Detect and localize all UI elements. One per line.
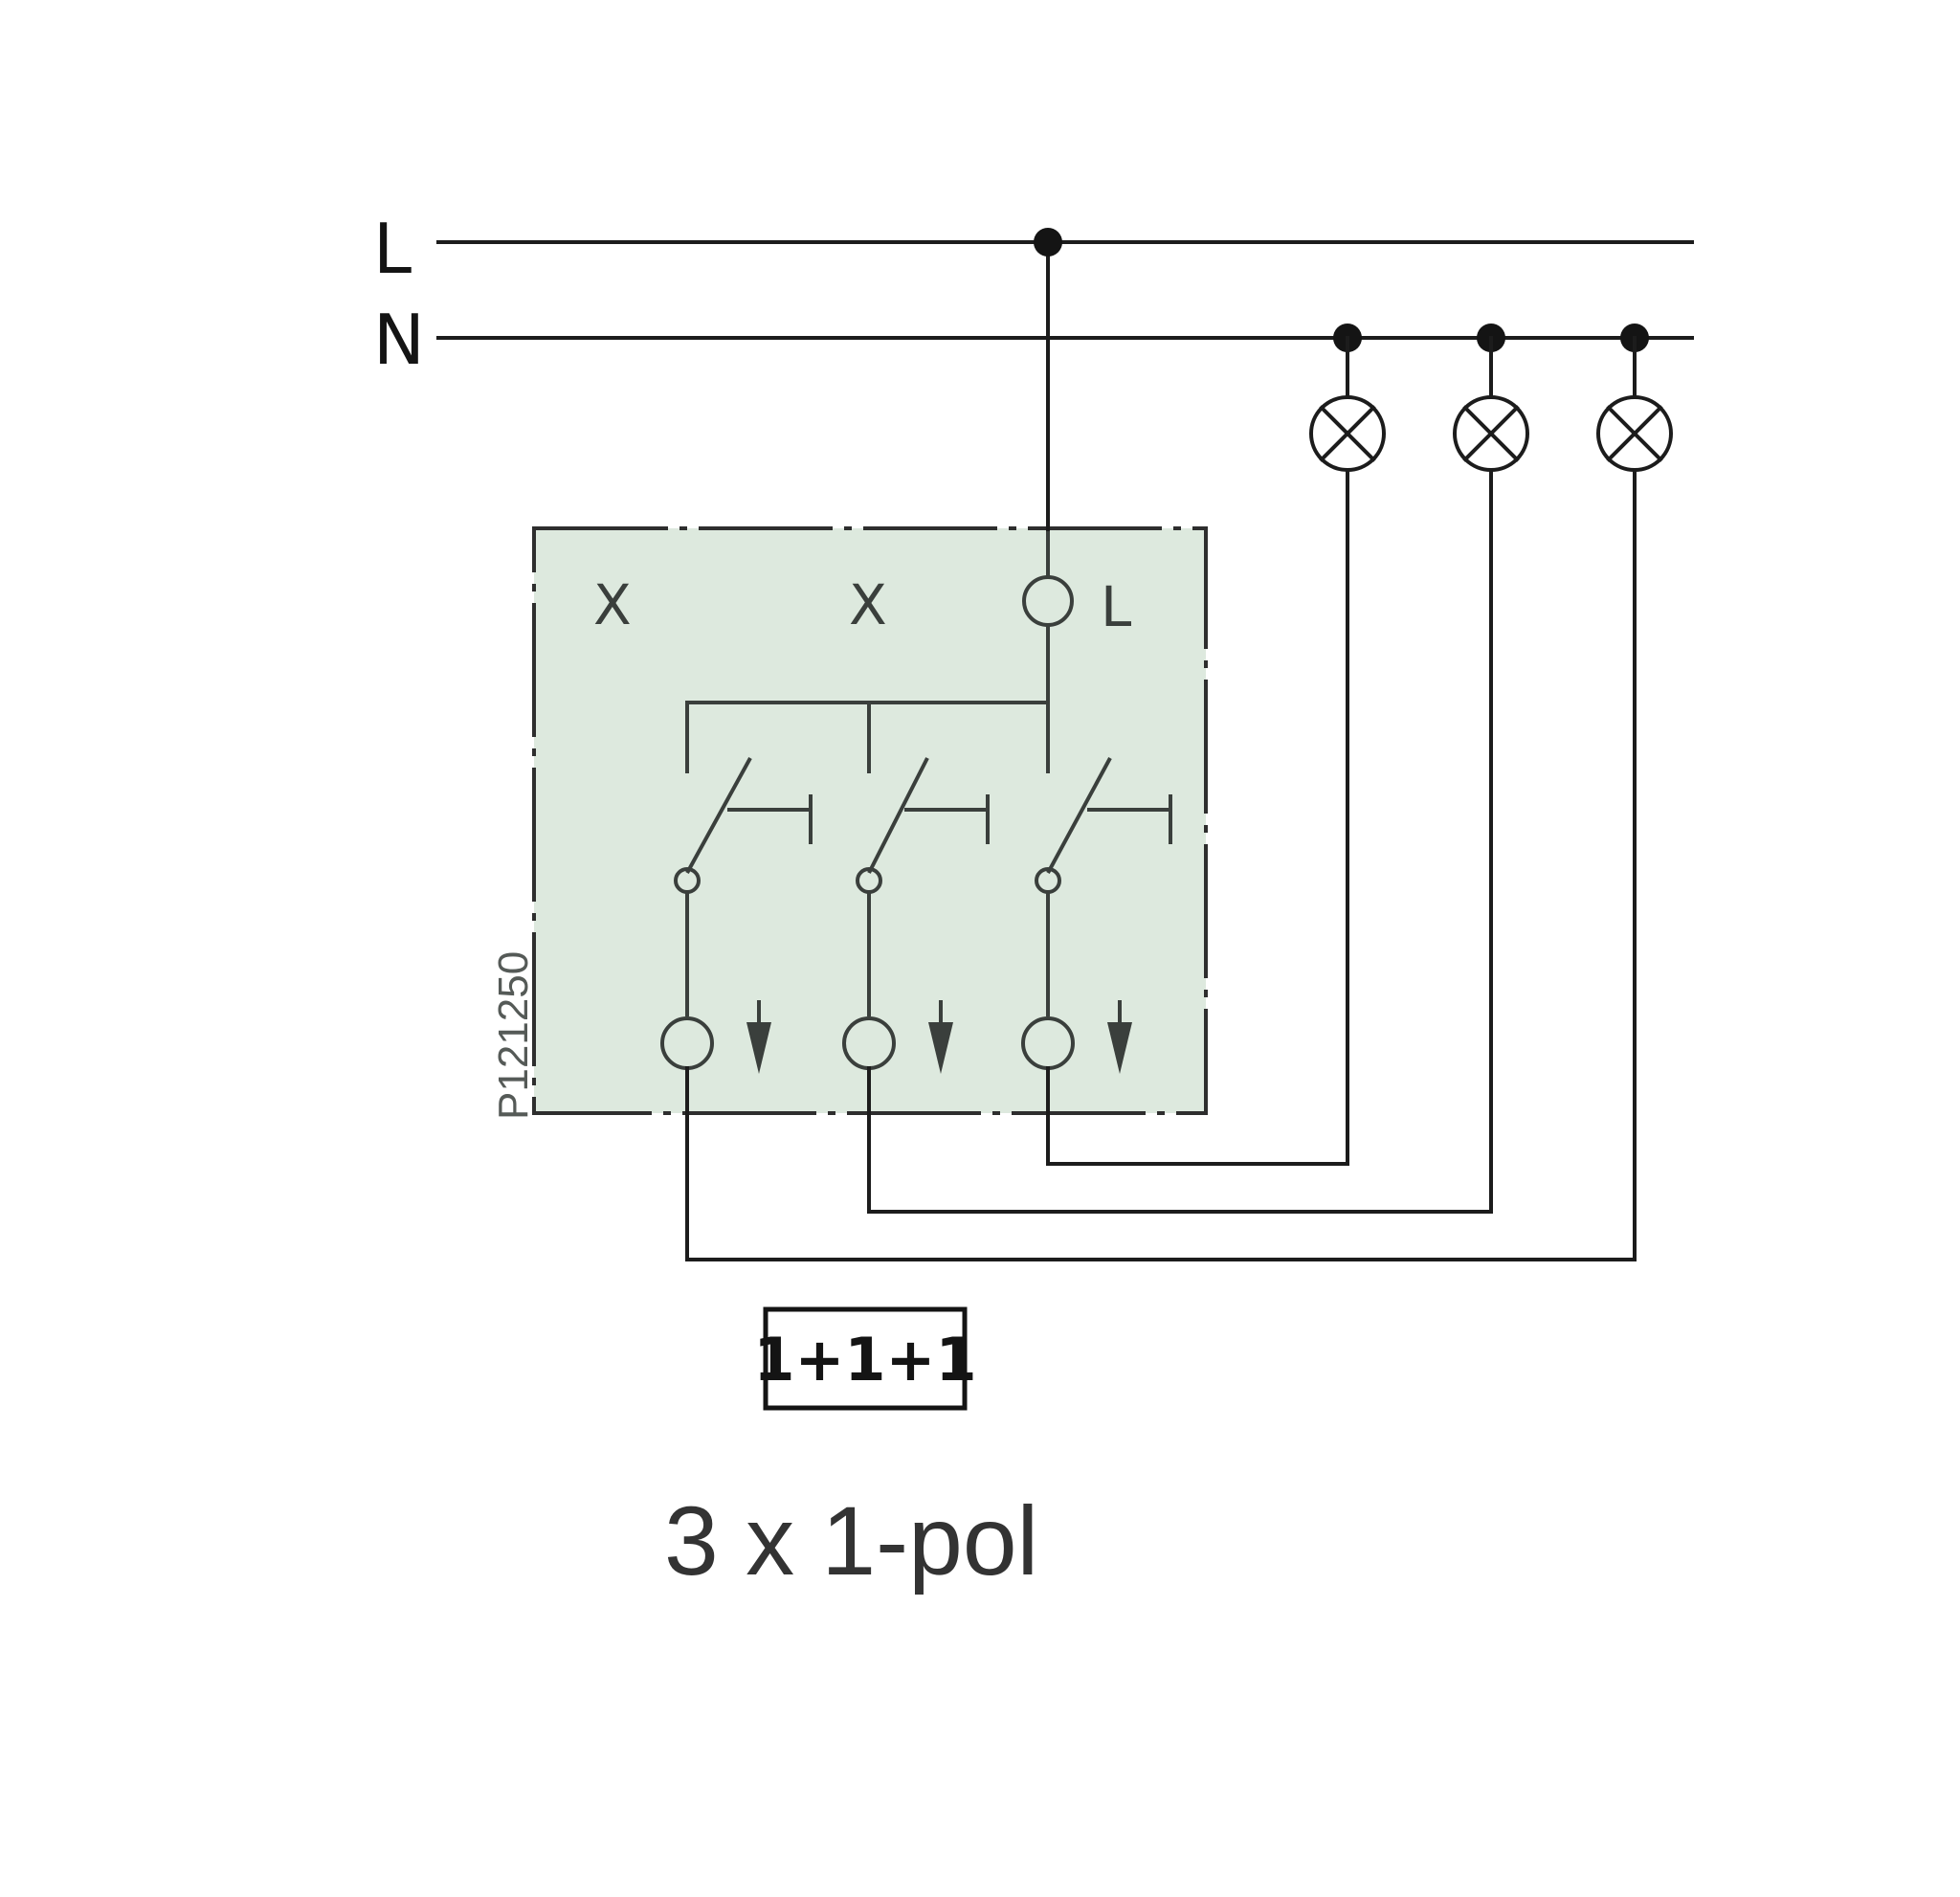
switch-device: P121250 X X L	[490, 526, 1208, 1120]
terminal-l-label: L	[1101, 574, 1131, 639]
terminal-out-2	[842, 1016, 896, 1070]
switch-1	[660, 757, 813, 1074]
output-arrow-icon	[1107, 1000, 1132, 1074]
internal-bus	[685, 529, 1050, 773]
caption: 3 x 1-pol	[664, 1486, 1038, 1596]
phase-label: L	[373, 209, 412, 289]
badge-text: 1+1+1	[753, 1325, 976, 1395]
lamp-1	[1309, 324, 1386, 472]
lamp-2	[1453, 324, 1529, 472]
output-wiring	[685, 469, 1637, 1261]
switch-3	[1021, 757, 1172, 1074]
terminal-x-1-label: X	[593, 572, 632, 637]
output-arrow-icon	[746, 1000, 771, 1074]
terminal-out-1	[660, 1016, 714, 1070]
output-arrow-icon	[928, 1000, 953, 1074]
phase-junction-dot	[1034, 228, 1062, 257]
lamp-3	[1596, 324, 1673, 472]
terminal-x-2-label: X	[849, 572, 887, 637]
supply-lines: L N	[373, 209, 1694, 380]
terminal-out-3	[1021, 1016, 1075, 1070]
configuration-badge: 1+1+1	[753, 1306, 977, 1411]
switch-2	[842, 757, 990, 1074]
device-code: P121250	[490, 951, 537, 1120]
neutral-label: N	[373, 300, 425, 380]
terminal-l	[1022, 575, 1074, 627]
